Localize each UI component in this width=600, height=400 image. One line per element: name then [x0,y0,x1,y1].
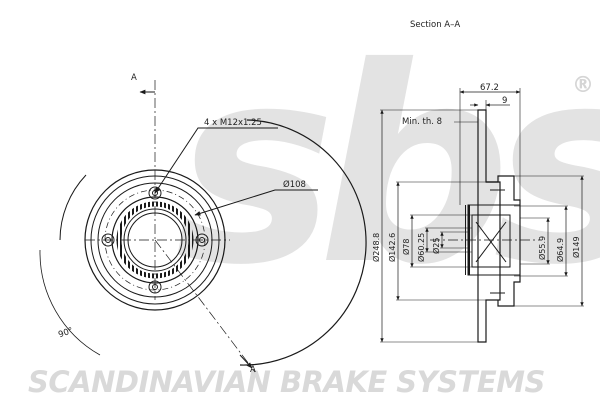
side-view [380,88,584,343]
thread-label: 4 x M12x1.25 [204,118,262,128]
abs-tone-ring [116,201,194,279]
bearing-inner [471,214,511,268]
disc-friction-edge-left [59,174,87,241]
section-marker-bottom: A [250,365,256,375]
registered-mark: ® [572,73,594,98]
section-marker-top: A [131,73,137,83]
dim-25: Ø25 [431,238,441,254]
disc-plate [477,109,501,343]
dim-min-thickness: Min. th. 8 [402,117,442,127]
section-arrow-bottom [239,354,253,369]
watermark-logo: sbs [175,9,600,324]
dim-outer: Ø248.8 [371,233,381,262]
front-view [39,80,367,373]
disc-outer-edge [239,119,367,366]
dim-width-disc: 9 [502,96,507,106]
dim-649: Ø64.9 [555,238,565,262]
dim-78: Ø78 [401,239,411,255]
dim-6025: Ø60.25 [416,233,426,262]
watermark-logo-text: sbs [175,9,600,324]
section-line-diagonal [154,239,256,373]
bolt-circle-leader [194,189,318,216]
thread-leader [154,127,278,194]
angle-label: 90° [57,326,75,341]
angle-arc [39,249,101,356]
dim-559: Ø55.9 [537,236,547,260]
dim-friction-inner: Ø142.6 [387,233,397,262]
dim-149: Ø149 [571,236,581,258]
dim-width-total: 67.2 [480,83,499,93]
bolt-circle-label: Ø108 [283,179,306,190]
section-title: Section A–A [410,20,460,30]
watermark-footer: SCANDINAVIAN BRAKE SYSTEMS [28,365,545,399]
